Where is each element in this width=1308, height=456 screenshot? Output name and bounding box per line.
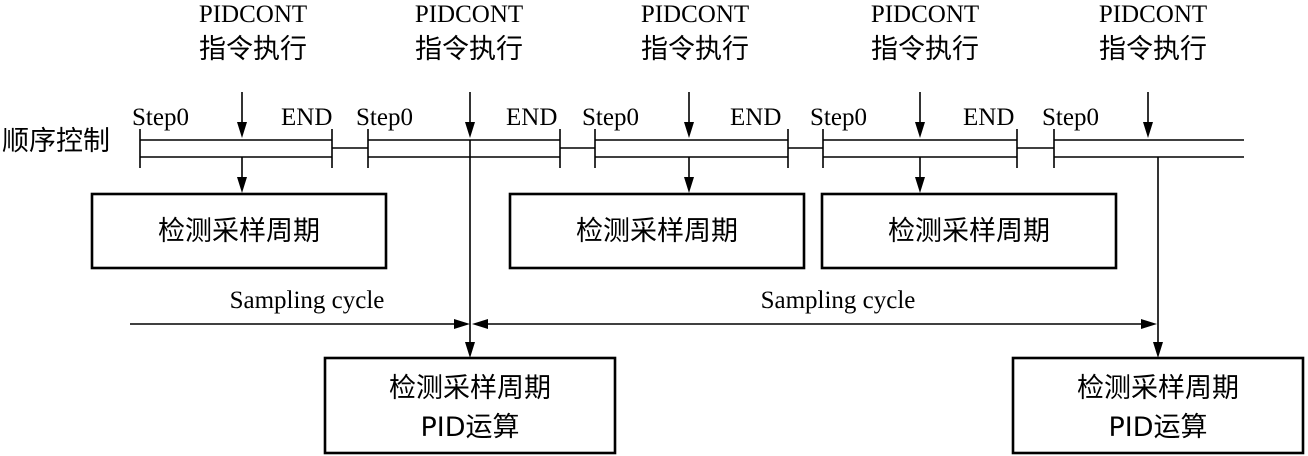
sequence-timeline: [139, 129, 1244, 168]
arrow-head-icon: [1143, 122, 1153, 138]
instruction-arrows: [237, 92, 1153, 138]
sampling-cycle-label-2: Sampling cycle: [761, 287, 916, 314]
arrow-head-icon: [1153, 342, 1163, 358]
arrow-head-icon: [465, 122, 475, 138]
sampling-box-2: 检测采样周期: [508, 192, 806, 270]
pidcont-label-5: PIDCONT 指令执行: [1099, 1, 1207, 65]
pidcont-label-text: PIDCONT: [641, 1, 749, 28]
pidcont-label-subtext: 指令执行: [199, 34, 307, 65]
sampling-box-label: 检测采样周期: [576, 216, 738, 247]
pidcont-label-text: PIDCONT: [1099, 1, 1207, 28]
sampling-box-1: 检测采样周期: [90, 192, 388, 270]
end-label: END: [963, 104, 1014, 131]
arrow-head-icon: [915, 122, 925, 138]
arrow-head-icon: [684, 122, 694, 138]
arrow-right-icon: [454, 319, 470, 329]
step-label: Step0: [582, 104, 639, 131]
pidcont-label-subtext: 指令执行: [871, 34, 979, 65]
pid-arrows: [465, 140, 1163, 358]
pid-box-1: 检测采样周期 PID运算: [323, 356, 617, 455]
arrow-head-icon: [915, 177, 925, 193]
pidcont-label-subtext: 指令执行: [641, 34, 749, 65]
end-labels: END END END END: [281, 104, 1014, 131]
arrow-right-icon: [1141, 319, 1157, 329]
pidcont-label-text: PIDCONT: [415, 1, 523, 28]
pidcont-label-3: PIDCONT 指令执行: [641, 1, 749, 65]
end-label: END: [281, 104, 332, 131]
row-label-sequence-control: 顺序控制: [2, 126, 110, 157]
arrow-head-icon: [465, 342, 475, 358]
sampling-cycle-dimension: [130, 319, 1157, 329]
step-label: Step0: [356, 104, 413, 131]
pidcont-label-4: PIDCONT 指令执行: [871, 1, 979, 65]
sampling-box-label: 检测采样周期: [158, 216, 320, 247]
sampling-box-3: 检测采样周期: [820, 192, 1118, 270]
pid-box-sublabel: PID运算: [420, 412, 519, 443]
pidcont-label-text: PIDCONT: [871, 1, 979, 28]
arrow-left-icon: [472, 319, 488, 329]
step-labels: Step0 Step0 Step0 Step0 Step0: [132, 104, 1099, 131]
end-label: END: [506, 104, 557, 131]
pid-box-2: 检测采样周期 PID运算: [1011, 356, 1305, 455]
sampling-box-label: 检测采样周期: [888, 216, 1050, 247]
sampling-cycle-label-1: Sampling cycle: [230, 287, 385, 314]
arrow-head-icon: [237, 122, 247, 138]
pid-box-sublabel: PID运算: [1108, 412, 1207, 443]
pid-box-label: 检测采样周期: [389, 373, 551, 404]
step-label: Step0: [810, 104, 867, 131]
arrow-head-icon: [237, 177, 247, 193]
pidcont-label-subtext: 指令执行: [415, 34, 523, 65]
pidcont-label-text: PIDCONT: [199, 1, 307, 28]
pidcont-label-2: PIDCONT 指令执行: [415, 1, 523, 65]
pid-box-label: 检测采样周期: [1077, 373, 1239, 404]
end-label: END: [730, 104, 781, 131]
pidcont-label-subtext: 指令执行: [1099, 34, 1207, 65]
pidcont-label-1: PIDCONT 指令执行: [199, 1, 307, 65]
step-label: Step0: [1042, 104, 1099, 131]
step-label: Step0: [132, 104, 189, 131]
sampling-arrows: [237, 157, 925, 193]
arrow-head-icon: [684, 177, 694, 193]
